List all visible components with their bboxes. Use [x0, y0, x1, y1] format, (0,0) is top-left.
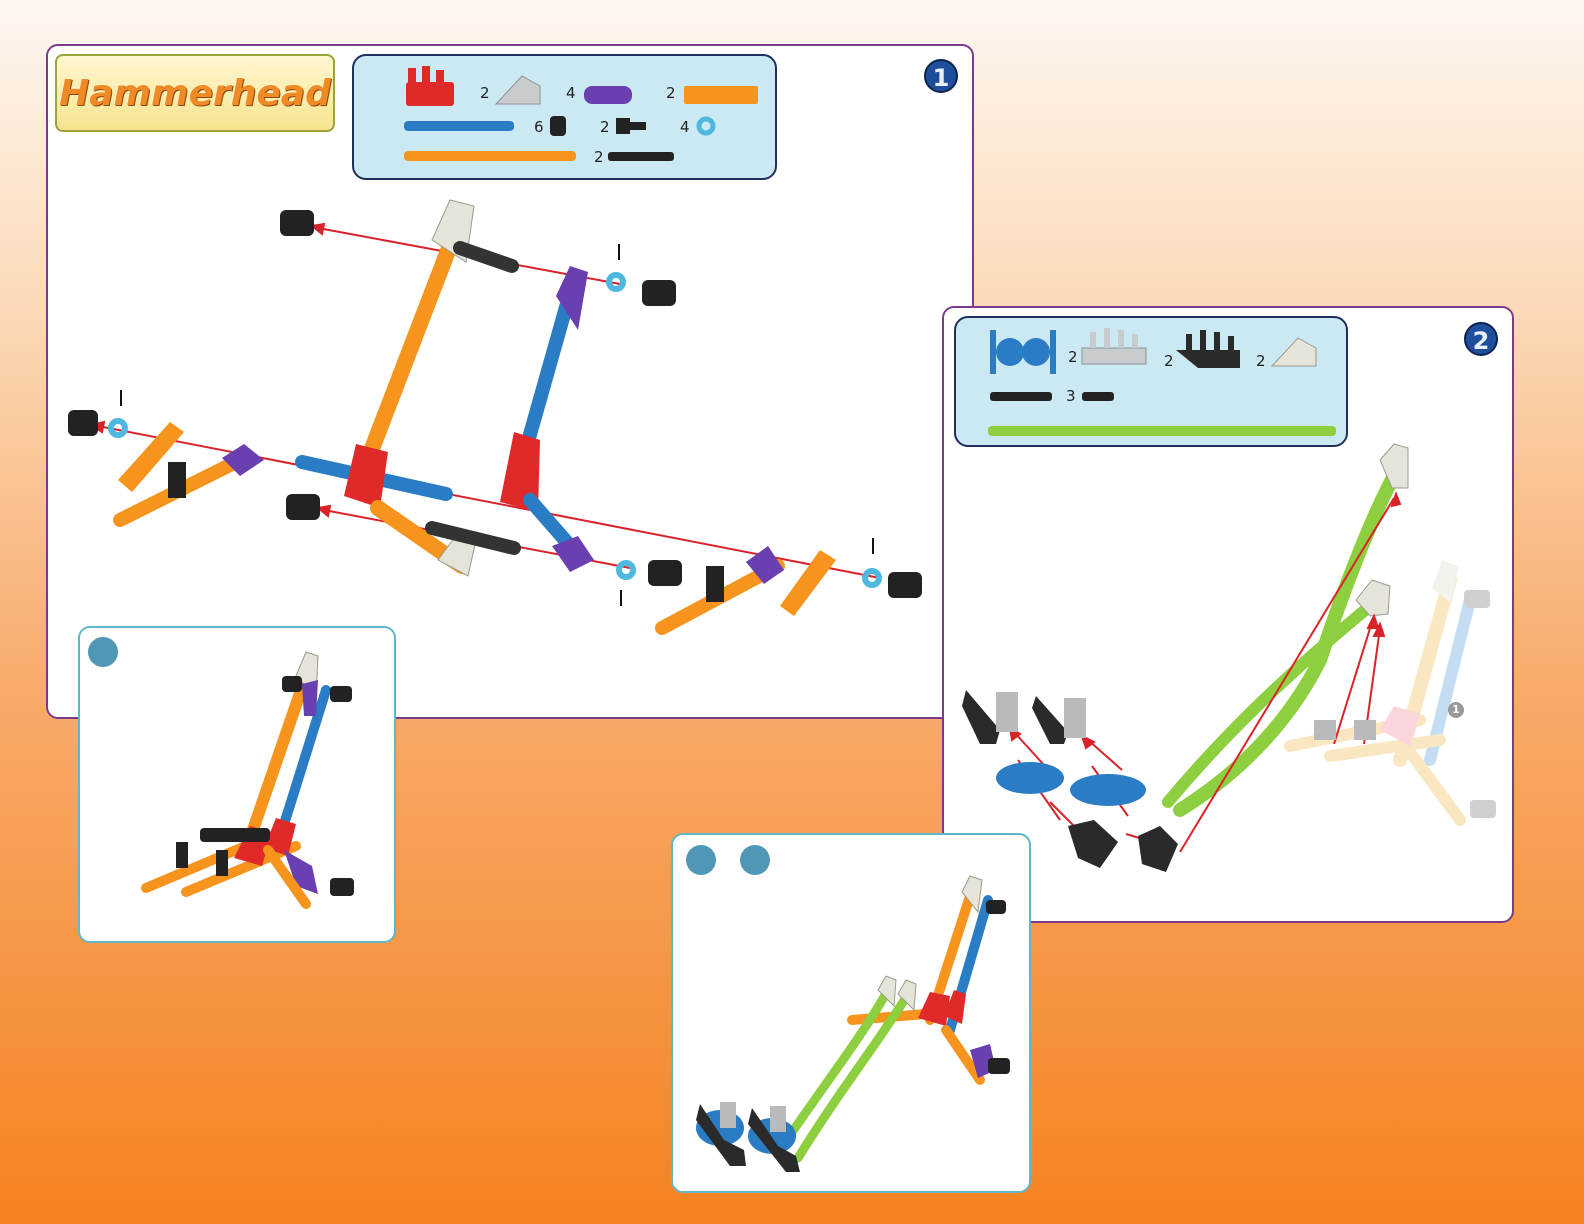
step-2-result-model: [0, 0, 1584, 1224]
